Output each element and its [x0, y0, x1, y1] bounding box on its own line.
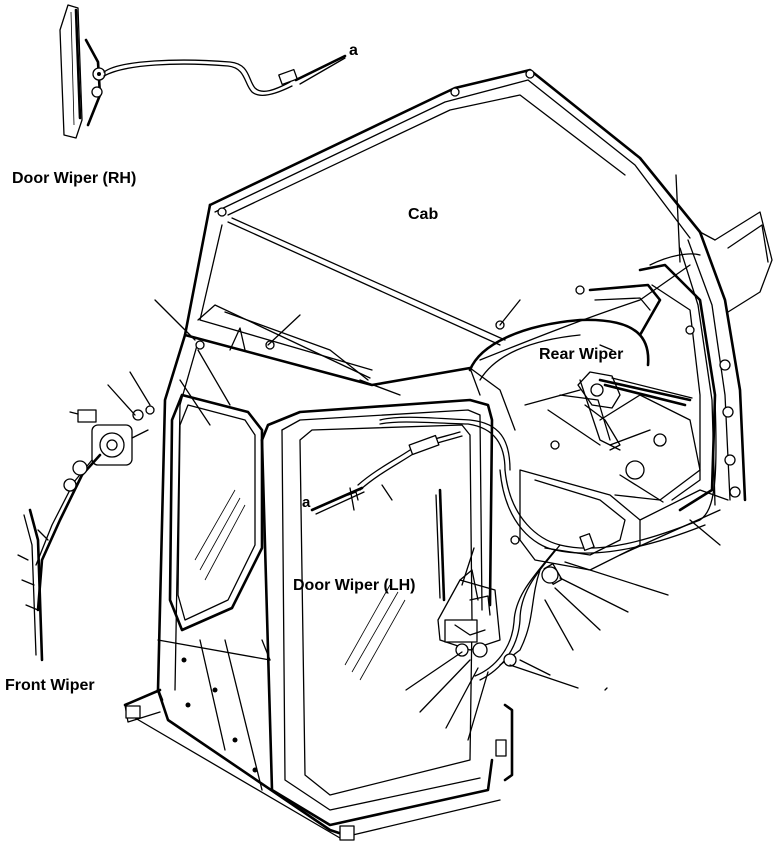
label-ref-a-mid: a: [302, 494, 311, 511]
leader-lines: [107, 174, 721, 741]
label-door-wiper-lh: Door Wiper (LH): [293, 577, 416, 594]
rear-wiper-assembly: [577, 371, 693, 451]
cab-structure: [123, 68, 773, 841]
label-ref-a-top: a: [349, 42, 358, 59]
label-door-wiper-rh: Door Wiper (RH): [12, 170, 136, 187]
front-wiper-assembly: [17, 405, 155, 662]
label-cab: Cab: [408, 206, 438, 223]
label-front-wiper: Front Wiper: [5, 677, 95, 694]
door-wiper-rh-assembly: [59, 4, 347, 139]
label-rear-wiper: Rear Wiper: [539, 346, 623, 363]
door-wiper-lh-assembly: [310, 431, 517, 667]
wiper-wire-harness: [379, 253, 717, 681]
